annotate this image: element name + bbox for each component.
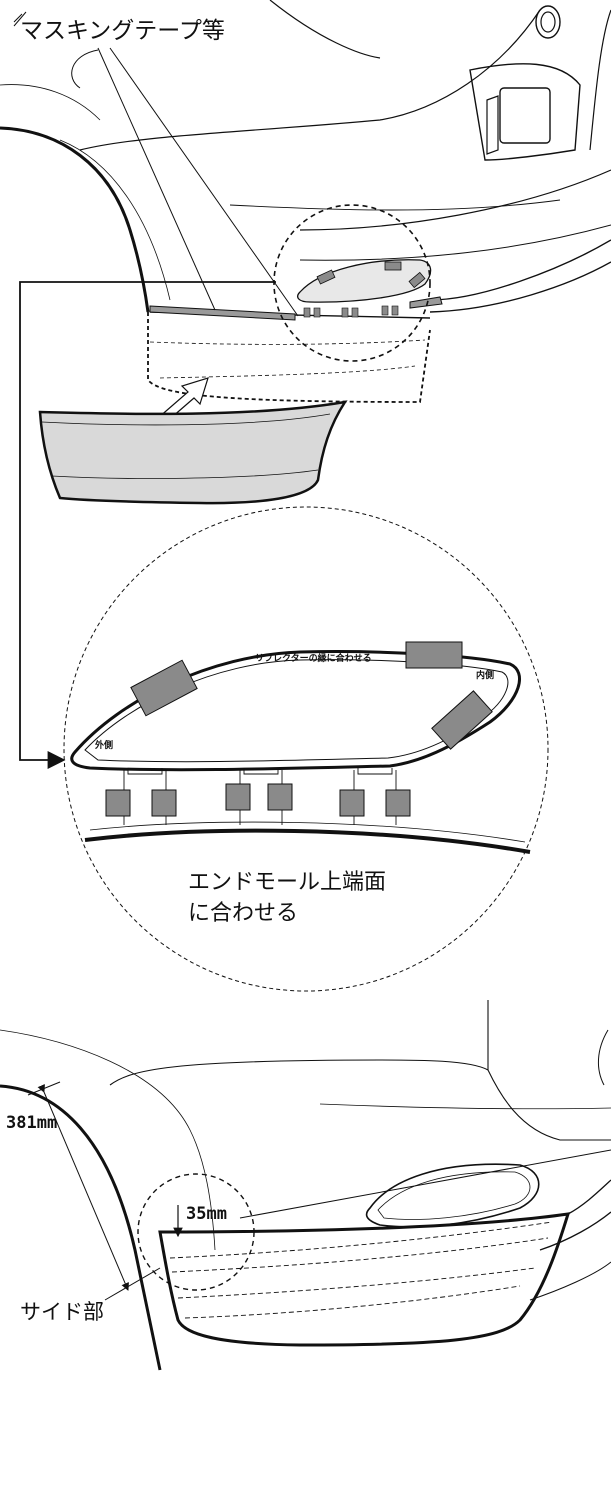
masking-tape-leaders xyxy=(71,47,299,317)
end-mole-alignment-line1: エンドモール上端面 xyxy=(188,870,387,895)
detail-circle-bottom xyxy=(137,1173,255,1291)
side-part-label: サイド部 xyxy=(20,1300,104,1324)
end-molding-part xyxy=(38,400,348,505)
dimension-381 xyxy=(27,1081,161,1301)
masking-tape-label: マスキングテープ等 xyxy=(20,18,225,44)
magnified-detail-circle xyxy=(63,506,549,992)
end-molding-top-edge xyxy=(84,821,531,854)
end-mole-alignment-line2: に合わせる xyxy=(188,900,299,926)
offset-leader xyxy=(239,1149,611,1219)
car-side-bottom-view xyxy=(0,1000,611,1371)
tape-pieces-bottom xyxy=(105,783,411,817)
reflector-small xyxy=(297,259,432,318)
inner-side-label: 内側 xyxy=(476,671,495,681)
masking-tape-strip xyxy=(149,296,443,321)
end-mole-alignment-label: エンドモール上端面 に合わせる xyxy=(188,868,386,930)
callout-arrow xyxy=(19,281,276,769)
tape-pieces-reflector xyxy=(130,641,493,750)
dimension-35-label: 35mm xyxy=(186,1204,227,1224)
detail-circle-top xyxy=(273,204,431,362)
car-rear-top-view xyxy=(0,0,611,403)
outer-side-label: 外側 xyxy=(95,741,114,751)
reflector-edge-label: リフレクターの縁に合わせる xyxy=(255,654,372,664)
dimension-381-label: 381mm xyxy=(6,1113,58,1133)
